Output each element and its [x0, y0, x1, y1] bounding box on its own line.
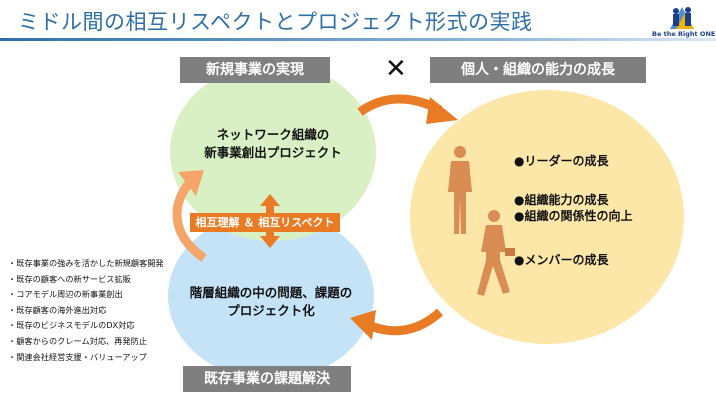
- growth-item-member: ●メンバーの成長: [514, 253, 609, 267]
- list-item: ・関連会社経営支援・バリューアップ: [8, 351, 147, 362]
- ability-growth-label: 個人・組織の能力の成長: [430, 57, 646, 83]
- page-title: ミドル間の相互リスペクトとプロジェクト形式の実践: [18, 10, 533, 34]
- new-business-label: 新規事業の実現: [180, 57, 330, 83]
- growth-item-org-ability: ●組織能力の成長: [514, 193, 609, 207]
- list-item: ・既存のビジネスモデルのDX対応: [8, 320, 135, 331]
- existing-issues-list: ・既存事業の強みを活かした新規顧客開発 ・既存の顧客への新サービス拡販 ・コアモ…: [8, 256, 164, 365]
- list-item: ・顧客からのクレーム対応、再発防止: [8, 335, 147, 346]
- new-business-circle-text: ネットワーク組織の 新事業創出プロジェクト: [170, 126, 376, 162]
- leader-figure-icon: [448, 146, 472, 234]
- cross-icon: ✕: [385, 54, 407, 84]
- blue-line-1: 階層組織の中の問題、課題の: [189, 285, 353, 300]
- arrow-to-existing: [350, 308, 444, 340]
- company-logo: Be the Right ONE: [652, 3, 716, 39]
- growth-item-relationship: ●組織の関係性の向上: [514, 209, 633, 223]
- list-item: ・コアモデル周辺の新事業創出: [8, 289, 123, 300]
- mutual-respect-label: 相互理解 ＆ 相互リスペクト: [190, 213, 340, 232]
- existing-project-circle-text: 階層組織の中の問題、課題の プロジェクト化: [168, 284, 374, 320]
- arrow-to-growth: [357, 94, 458, 124]
- logo-figures-icon: [670, 7, 694, 29]
- existing-business-label: 既存事業の課題解決: [183, 366, 351, 392]
- growth-item-leader: ●リーダーの成長: [514, 154, 609, 168]
- list-item: ・既存顧客の海外進出対応: [8, 304, 107, 315]
- arrow-loop-left: [172, 170, 207, 262]
- title-underline: [0, 38, 716, 41]
- list-item: ・既存の顧客への新サービス拡販: [8, 273, 131, 284]
- blue-line-2: プロジェクト化: [227, 303, 315, 318]
- member-figure-icon: [477, 210, 515, 296]
- logo-text: Be the Right ONE: [652, 30, 716, 38]
- list-item: ・既存事業の強みを活かした新規顧客開発: [8, 258, 164, 268]
- green-line-1: ネットワーク組織の: [216, 127, 330, 142]
- green-line-2: 新事業創出プロジェクト: [204, 145, 342, 160]
